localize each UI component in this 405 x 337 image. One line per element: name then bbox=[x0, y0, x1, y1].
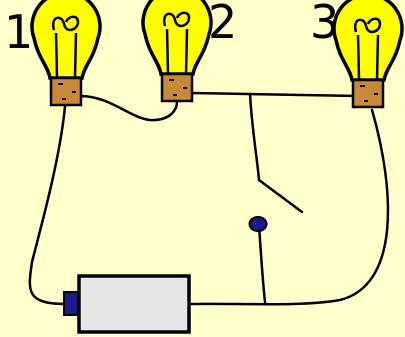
wire-top-rail bbox=[190, 91, 360, 98]
wire-bulb3-to-bottom bbox=[188, 108, 390, 306]
bulb-1 bbox=[30, 0, 102, 107]
bulb-3-label: 3 bbox=[310, 0, 339, 49]
wire-bulb1-to-battery bbox=[28, 104, 68, 306]
battery-body bbox=[77, 274, 191, 334]
wire-switch-drop bbox=[248, 92, 261, 182]
wire-switch-contact bbox=[257, 223, 267, 304]
light-bulb-icon bbox=[332, 0, 404, 109]
light-bulb-icon bbox=[141, 0, 213, 103]
bulb-2 bbox=[141, 0, 213, 103]
wire-bulb1-to-bulb2 bbox=[78, 94, 179, 122]
bulb-3 bbox=[332, 0, 404, 109]
switch-blade bbox=[257, 178, 304, 214]
bulb-1-label: 1 bbox=[4, 5, 33, 59]
switch-contact-icon bbox=[248, 216, 268, 232]
wires bbox=[28, 91, 390, 306]
light-bulb-icon bbox=[30, 0, 102, 107]
battery bbox=[63, 274, 191, 334]
bulb-2-label: 2 bbox=[208, 0, 237, 49]
